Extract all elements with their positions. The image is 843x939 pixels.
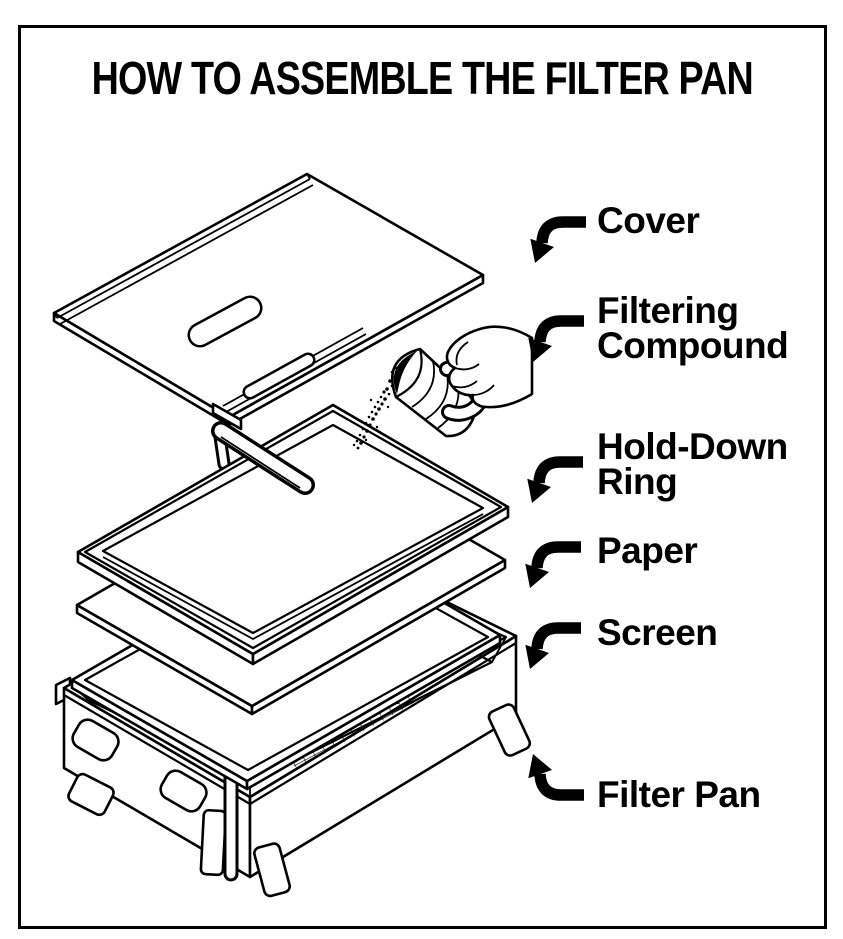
hand-finger-lines: [451, 341, 495, 396]
label-cover: Cover: [597, 200, 700, 241]
cover-vent-slot-fill: [245, 355, 313, 397]
filtering-compound-drawing: [352, 325, 534, 450]
filter-pan-arrow: [528, 754, 584, 795]
pan-leg-right: [487, 703, 532, 757]
ring-opening: [101, 423, 485, 635]
ring-opening-depth: [102, 513, 484, 641]
cup-rim-near-edge: [395, 348, 423, 398]
hold-down-ring-drawing: [76, 403, 510, 666]
compound-particles: [352, 366, 398, 450]
page-border: [18, 25, 827, 929]
pan-leg-front-1: [199, 808, 228, 877]
cover-corner-notch: [211, 402, 243, 431]
ring-handle-wire-line: [220, 436, 301, 489]
pan-leg-front-2: [253, 842, 292, 898]
ring-handle-fill: [214, 424, 312, 492]
pan-handle-cutout-1: [71, 718, 120, 762]
hold-down-ring-arrow: [527, 462, 583, 503]
cover-hem-nw: [53, 173, 314, 325]
label-screen: Screen: [597, 612, 718, 653]
label-filter-pan: Filter Pan: [597, 774, 761, 815]
pan-rim-lip-lines: [63, 642, 517, 806]
label-paper: Paper: [597, 530, 698, 571]
cover-top-face: [52, 172, 485, 419]
cover-drawing: [52, 172, 485, 431]
cover-handle-slot-fill: [190, 298, 260, 345]
page-title: HOW TO ASSEMBLE THE FILTER PAN: [18, 51, 827, 105]
page-title-text: HOW TO ASSEMBLE THE FILTER PAN: [91, 52, 754, 104]
callout-arrows: [525, 222, 586, 795]
label-filtering-compound: Filtering Compound: [597, 290, 789, 366]
filtering-compound-arrow: [528, 321, 584, 362]
pan-leg-left: [67, 772, 115, 817]
cover-arrow: [530, 222, 586, 263]
paper-arrow: [525, 547, 581, 588]
label-hold-down-ring: Hold-Down Ring: [597, 426, 788, 502]
screen-arrow: [525, 628, 581, 669]
pan-handle-cutout-2: [159, 769, 208, 813]
compound-in-cup: [393, 351, 417, 394]
